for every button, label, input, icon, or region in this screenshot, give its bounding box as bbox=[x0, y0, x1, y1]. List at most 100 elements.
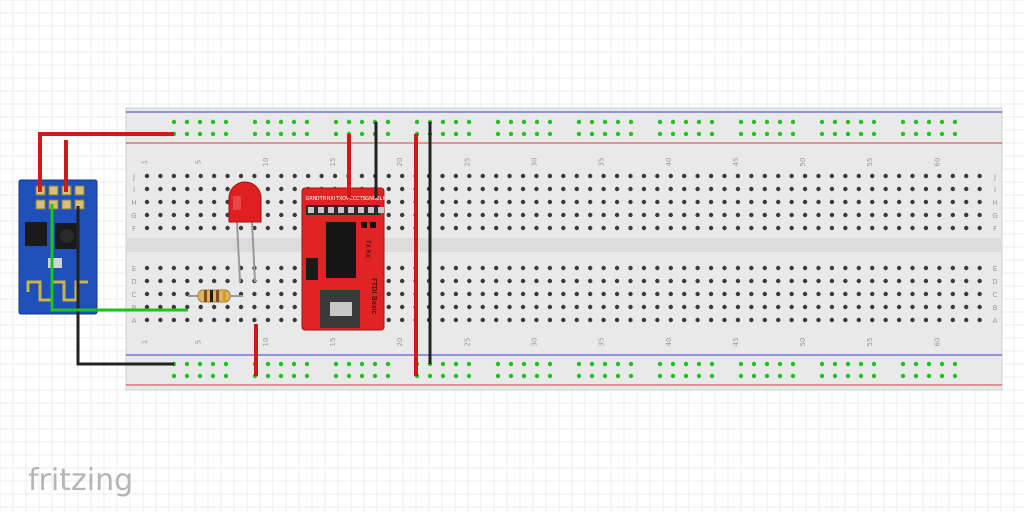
hole bbox=[292, 317, 297, 323]
hole bbox=[816, 173, 821, 179]
hole bbox=[776, 186, 781, 192]
hole bbox=[843, 199, 848, 205]
hole bbox=[171, 186, 177, 192]
ftdi-pin-label: DTR bbox=[316, 196, 327, 202]
hole bbox=[937, 199, 942, 205]
rail-hole bbox=[210, 373, 216, 379]
hole bbox=[896, 291, 902, 297]
hole bbox=[601, 173, 606, 179]
hole bbox=[493, 186, 499, 192]
hole bbox=[171, 173, 177, 179]
hole bbox=[252, 304, 257, 310]
hole bbox=[386, 291, 391, 297]
hole bbox=[386, 265, 391, 271]
rail-hole bbox=[304, 361, 310, 367]
ftdi-pin-label: RXI bbox=[327, 196, 335, 202]
hole bbox=[211, 212, 217, 218]
rail-hole bbox=[291, 119, 297, 125]
rail-hole bbox=[453, 119, 459, 125]
hole bbox=[171, 317, 177, 323]
hole bbox=[574, 291, 579, 297]
column-number-top: 60 bbox=[933, 158, 941, 167]
hole bbox=[641, 317, 647, 323]
hole bbox=[547, 304, 553, 310]
rail-hole bbox=[777, 131, 783, 137]
hole bbox=[587, 173, 593, 179]
hole bbox=[708, 199, 714, 205]
column-number-bottom: 60 bbox=[933, 338, 941, 347]
column-number-bottom: 55 bbox=[866, 338, 874, 347]
rail-hole bbox=[210, 131, 216, 137]
column-number-bottom: 15 bbox=[329, 338, 337, 347]
hole bbox=[668, 199, 673, 205]
hole bbox=[614, 304, 620, 310]
hole bbox=[964, 291, 969, 297]
hole bbox=[708, 278, 714, 284]
rail-hole bbox=[197, 119, 203, 125]
hole bbox=[480, 291, 485, 297]
row-letter: C bbox=[132, 291, 137, 299]
hole bbox=[870, 173, 875, 179]
rail-hole bbox=[576, 131, 582, 137]
hole bbox=[238, 317, 244, 323]
hole bbox=[561, 278, 566, 284]
hole bbox=[749, 304, 754, 310]
hole bbox=[829, 225, 835, 231]
column-number-top: 45 bbox=[732, 158, 740, 167]
hole bbox=[399, 265, 405, 271]
hole bbox=[614, 317, 620, 323]
rail-hole bbox=[764, 131, 770, 137]
hole bbox=[198, 317, 203, 323]
rail-hole bbox=[913, 361, 919, 367]
hole bbox=[507, 265, 512, 271]
rail-hole bbox=[832, 361, 838, 367]
hole bbox=[440, 225, 445, 231]
hole bbox=[896, 278, 902, 284]
rail-hole bbox=[223, 361, 229, 367]
hole bbox=[910, 304, 915, 310]
hole bbox=[440, 291, 445, 297]
ftdi-pin-label: BLK bbox=[376, 196, 386, 202]
resistor-band-1 bbox=[204, 290, 207, 302]
rail-hole bbox=[615, 373, 621, 379]
led-leg-cathode bbox=[251, 221, 256, 283]
rail-hole bbox=[547, 119, 553, 125]
hole bbox=[776, 265, 781, 271]
hole bbox=[722, 317, 727, 323]
column-number-top: 40 bbox=[665, 158, 673, 167]
column-number-bottom: 35 bbox=[598, 338, 606, 347]
hole bbox=[171, 225, 177, 231]
hole bbox=[655, 317, 660, 323]
rail-hole bbox=[547, 373, 553, 379]
led-body bbox=[228, 181, 262, 223]
hole bbox=[171, 212, 177, 218]
hole bbox=[507, 304, 512, 310]
hole bbox=[843, 225, 848, 231]
hole bbox=[762, 278, 767, 284]
hole bbox=[561, 186, 566, 192]
rail-hole bbox=[900, 373, 906, 379]
ftdi-pin-label: GND bbox=[365, 196, 377, 202]
rail-hole bbox=[359, 119, 365, 125]
hole bbox=[950, 278, 955, 284]
hole bbox=[386, 212, 391, 218]
hole bbox=[279, 278, 284, 284]
hole bbox=[628, 173, 633, 179]
hole bbox=[198, 225, 203, 231]
hole bbox=[628, 278, 633, 284]
hole bbox=[950, 199, 955, 205]
center-channel bbox=[126, 238, 1002, 252]
resistor bbox=[188, 289, 243, 303]
hole bbox=[695, 265, 700, 271]
row-letter: E bbox=[132, 265, 136, 273]
hole bbox=[185, 265, 190, 271]
rail-hole bbox=[900, 119, 906, 125]
hole bbox=[198, 186, 203, 192]
rail-hole bbox=[683, 119, 689, 125]
hole bbox=[292, 186, 297, 192]
rail-hole bbox=[265, 131, 271, 137]
hole bbox=[950, 225, 955, 231]
hole bbox=[614, 199, 620, 205]
hole bbox=[493, 291, 499, 297]
hole bbox=[923, 199, 929, 205]
